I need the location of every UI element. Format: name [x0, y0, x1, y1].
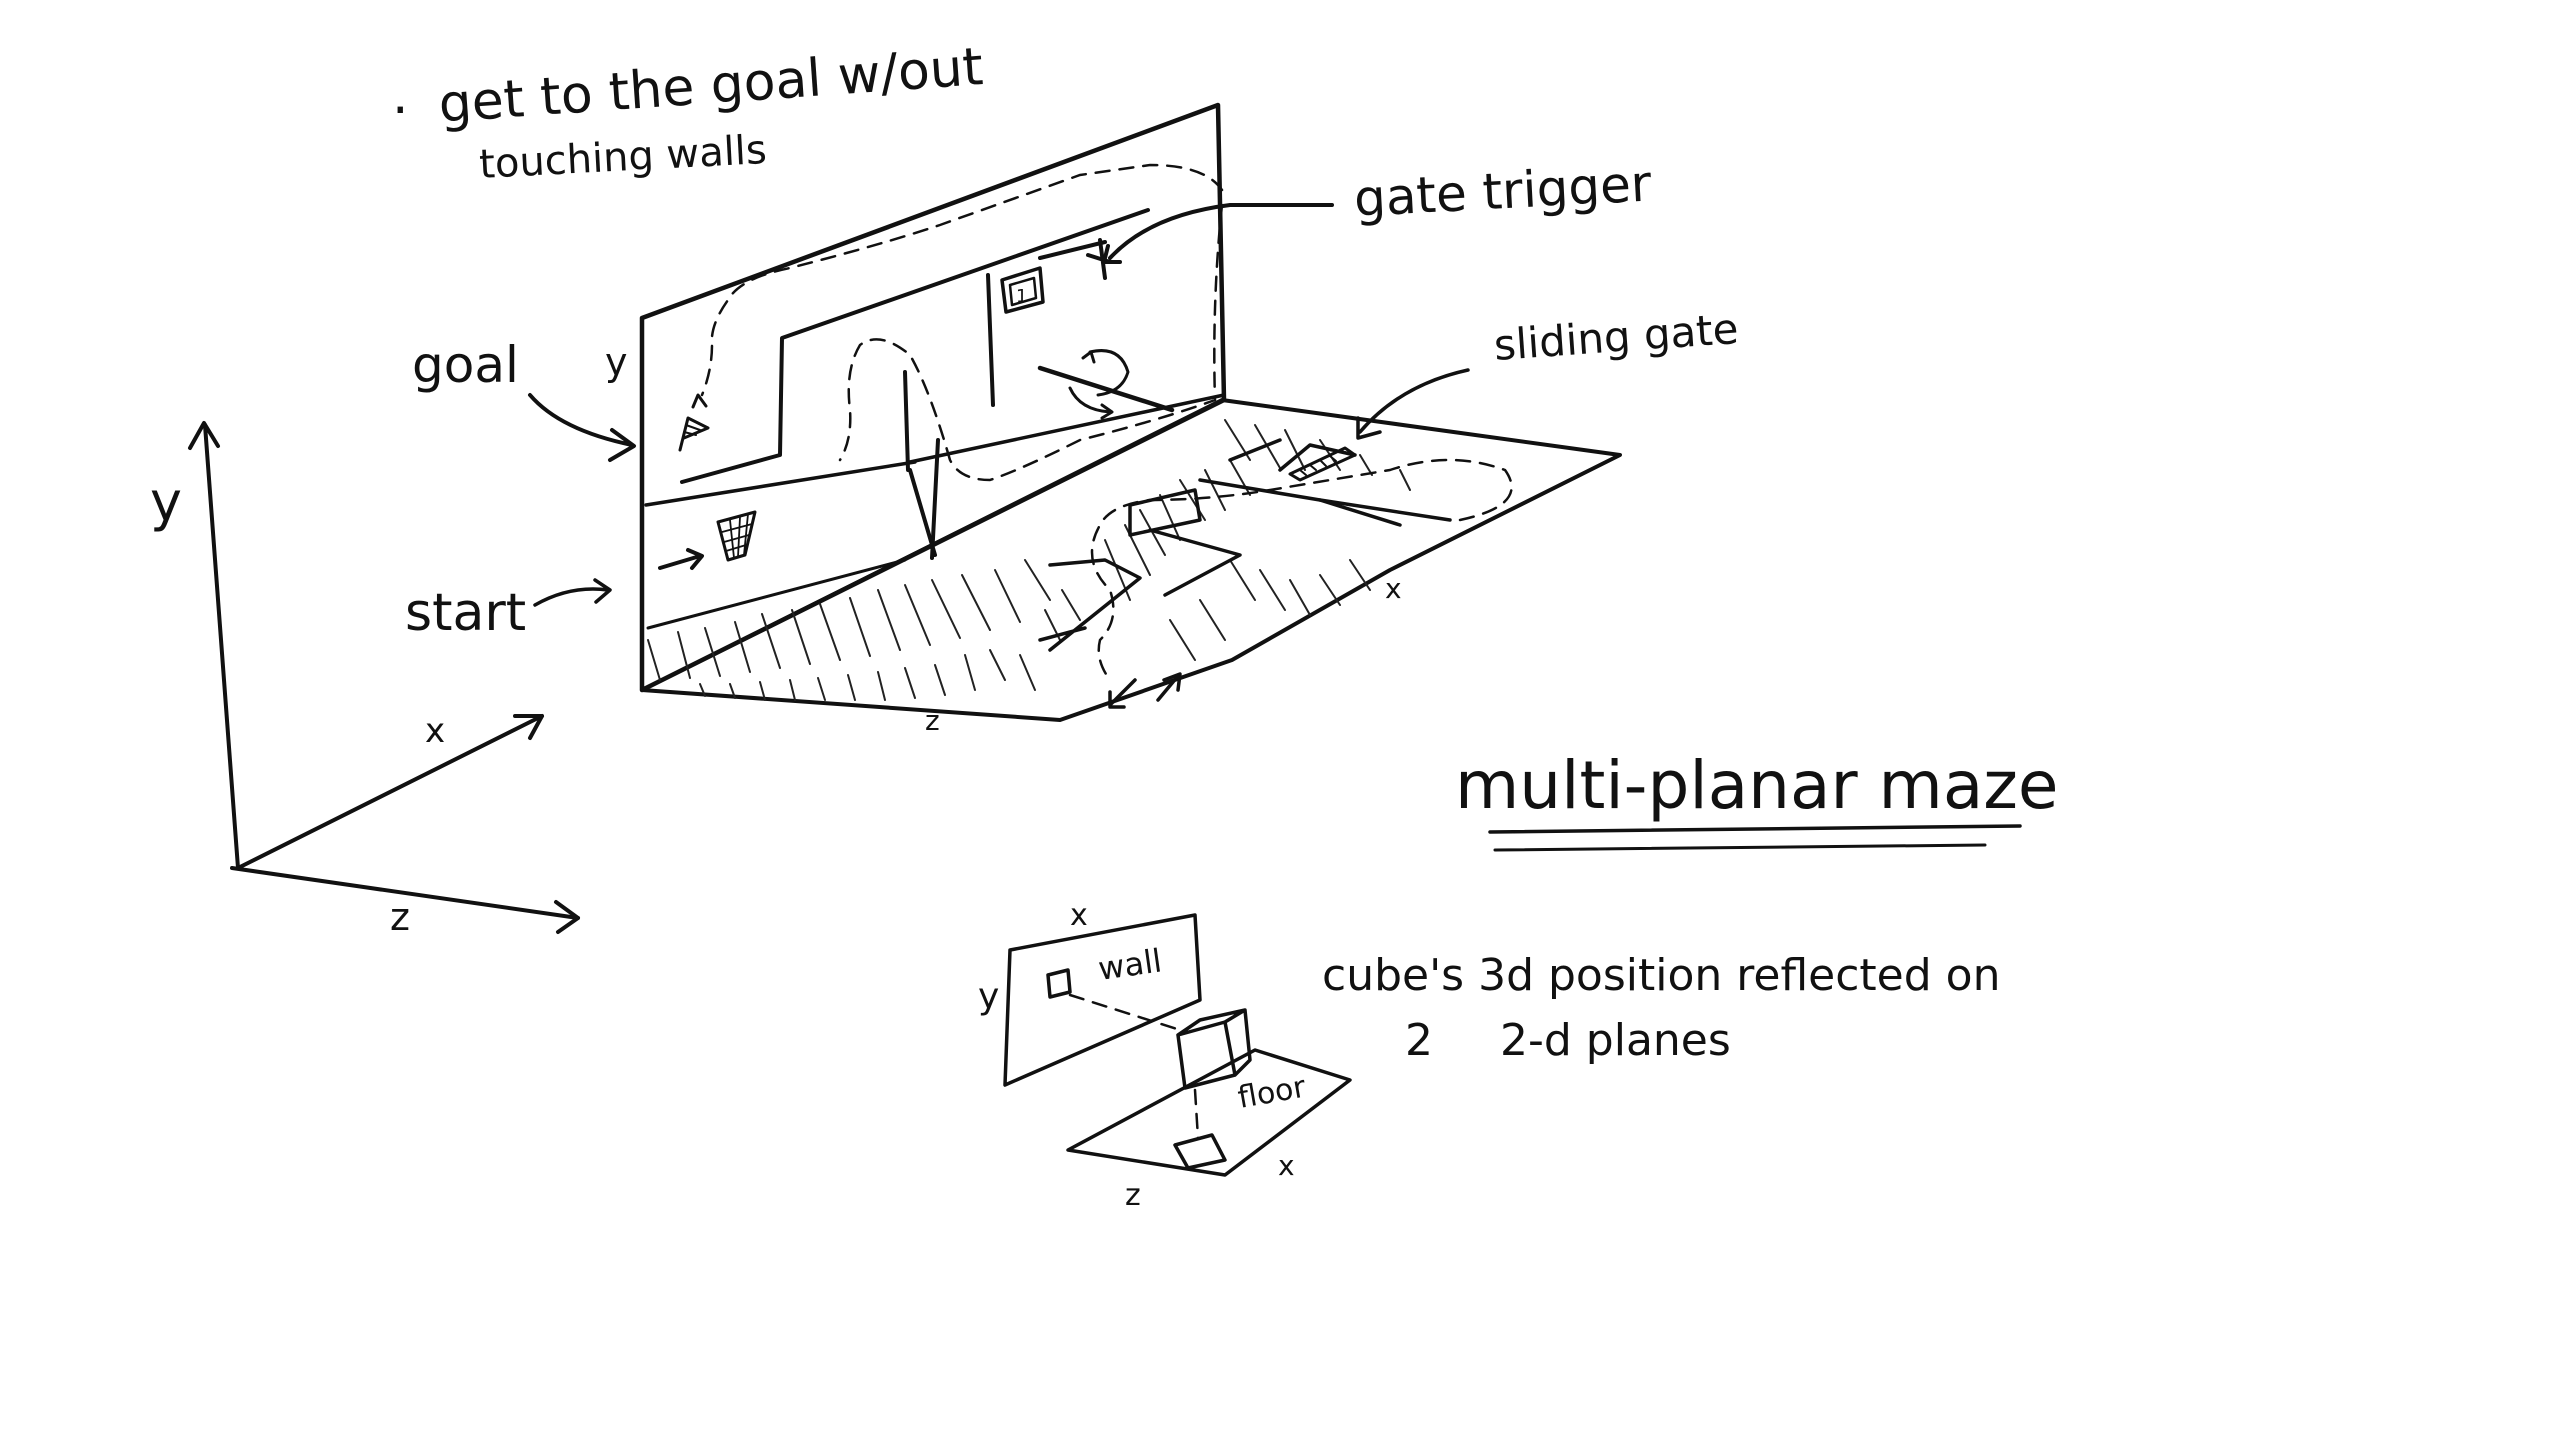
caption-line-1: cube's 3d position reflected on — [1322, 950, 2000, 1001]
small-x-bottom-label: x — [1278, 1149, 1295, 1182]
title-group: multi-planar maze — [1455, 747, 2059, 850]
notes: · get to the goal w/out touching walls — [392, 37, 985, 188]
world-axes: y x z — [150, 423, 578, 939]
gate-trigger-label: gate trigger — [1353, 154, 1654, 228]
notes-bullet: · — [392, 81, 409, 141]
goal-label: goal — [412, 336, 519, 394]
sliding-gate-label: sliding gate — [1492, 304, 1740, 370]
axis-y-label: y — [150, 470, 182, 533]
small-wall-label: wall — [1096, 941, 1164, 987]
caption-line-2-text: 2-d planes — [1500, 1015, 1731, 1066]
caption-line-2-number: 2 — [1405, 1015, 1433, 1066]
axis-z-label: z — [390, 895, 410, 939]
small-y-side-label: y — [978, 976, 999, 1017]
diagram-title: multi-planar maze — [1455, 747, 2059, 824]
start-label: start — [405, 583, 526, 643]
caption: cube's 3d position reflected on 2 2-d pl… — [1322, 950, 2000, 1066]
gate-box-number: 1 — [1016, 286, 1027, 307]
cube-projection-diagram: x y wall floor z x — [978, 898, 1350, 1213]
axis-x-label: x — [425, 711, 445, 751]
floor-x-label: x — [1385, 572, 1402, 605]
notes-line-2: touching walls — [478, 127, 768, 188]
floor-z-label: z — [925, 704, 940, 737]
wall-y-label: y — [605, 340, 628, 384]
small-floor-label: floor — [1235, 1069, 1309, 1115]
small-x-top-label: x — [1070, 898, 1088, 933]
maze-wall-plane: 1 — [642, 105, 1224, 690]
small-z-bottom-label: z — [1125, 1178, 1141, 1213]
notes-line-1: get to the goal w/out — [437, 37, 985, 135]
